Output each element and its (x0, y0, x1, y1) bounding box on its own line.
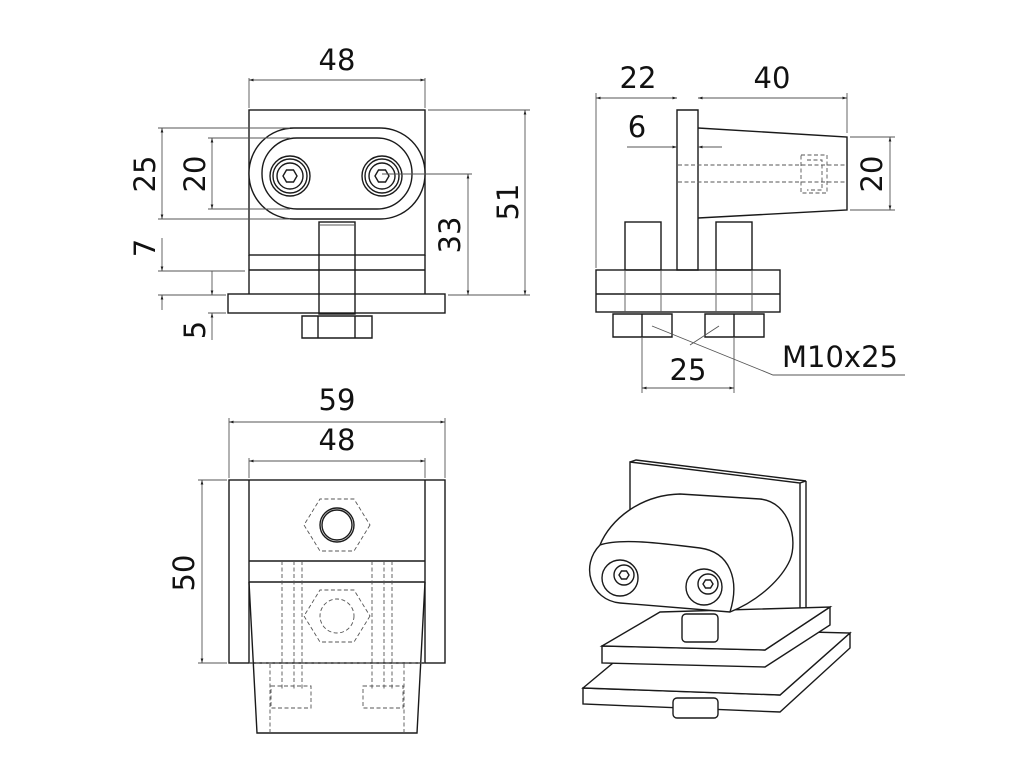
dim-label-48-top: 48 (319, 423, 356, 457)
dim-label-59: 59 (319, 383, 356, 417)
front-base-plate (227, 293, 446, 314)
iso-screw-hole-right (685, 568, 723, 606)
top-hidden-screw-right (362, 685, 404, 709)
dim-label-axis-33: 33 (433, 217, 467, 254)
callout-leader (651, 325, 905, 376)
isometric-view (581, 459, 852, 719)
side-tapered-head (697, 127, 848, 219)
oval-clamp-inner (261, 137, 413, 210)
side-nut-left (612, 313, 673, 338)
top-inner-edges (248, 480, 426, 663)
side-nut-right (704, 313, 765, 338)
socket-screw-left (269, 155, 311, 197)
top-hidden-nut-2 (303, 589, 371, 643)
top-hidden-lines (249, 561, 425, 733)
iso-screw-head-right (697, 573, 719, 595)
side-hidden-bore (678, 154, 847, 194)
iso-stud (681, 613, 719, 643)
dim-label-40: 40 (754, 61, 791, 95)
dim-label-width-48: 48 (319, 43, 356, 77)
side-view: 22 40 6 20 25 M10x25 (595, 61, 905, 393)
dim-label-oval-20: 20 (178, 156, 212, 193)
top-bolt-hole (319, 507, 355, 543)
front-nut (301, 315, 373, 339)
side-base (595, 269, 781, 313)
top-hidden-circle (319, 598, 355, 634)
front-stud (318, 221, 356, 315)
dim-label-6: 6 (628, 110, 646, 144)
dim-label-20-side: 20 (855, 156, 889, 193)
side-stud-lines (624, 270, 753, 312)
iso-screw-head-left (613, 564, 635, 586)
top-view: 59 48 50 (167, 383, 446, 734)
dim-label-oval-25: 25 (128, 156, 162, 193)
callout-bolt-spec: M10x25 (782, 340, 898, 374)
socket-screw-right (361, 155, 403, 197)
top-hidden-screw-left (270, 685, 312, 709)
dim-label-7: 7 (128, 239, 162, 257)
dim-label-5: 5 (178, 321, 212, 339)
front-view: 48 51 33 25 20 7 5 (128, 43, 530, 340)
iso-screw-hole-left (601, 559, 639, 597)
side-vertical-plate (676, 109, 699, 271)
top-tapered-head (248, 581, 426, 734)
top-bolt-hole-inner (321, 509, 353, 541)
side-stud-left (624, 221, 662, 271)
top-hidden-nut (303, 498, 371, 552)
iso-nut (672, 697, 719, 719)
side-stud-right (715, 221, 753, 271)
dim-label-height-51: 51 (491, 184, 525, 221)
front-body (248, 109, 426, 256)
dim-label-22: 22 (620, 61, 657, 95)
top-plate-band (249, 560, 425, 583)
iso-oval-head (589, 493, 794, 613)
dim-label-50: 50 (167, 555, 201, 592)
dim-label-25-side: 25 (670, 353, 707, 387)
iso-hex-socket-right (702, 579, 714, 589)
iso-head-face-edge (599, 540, 735, 613)
iso-hex-socket-left (618, 570, 630, 580)
